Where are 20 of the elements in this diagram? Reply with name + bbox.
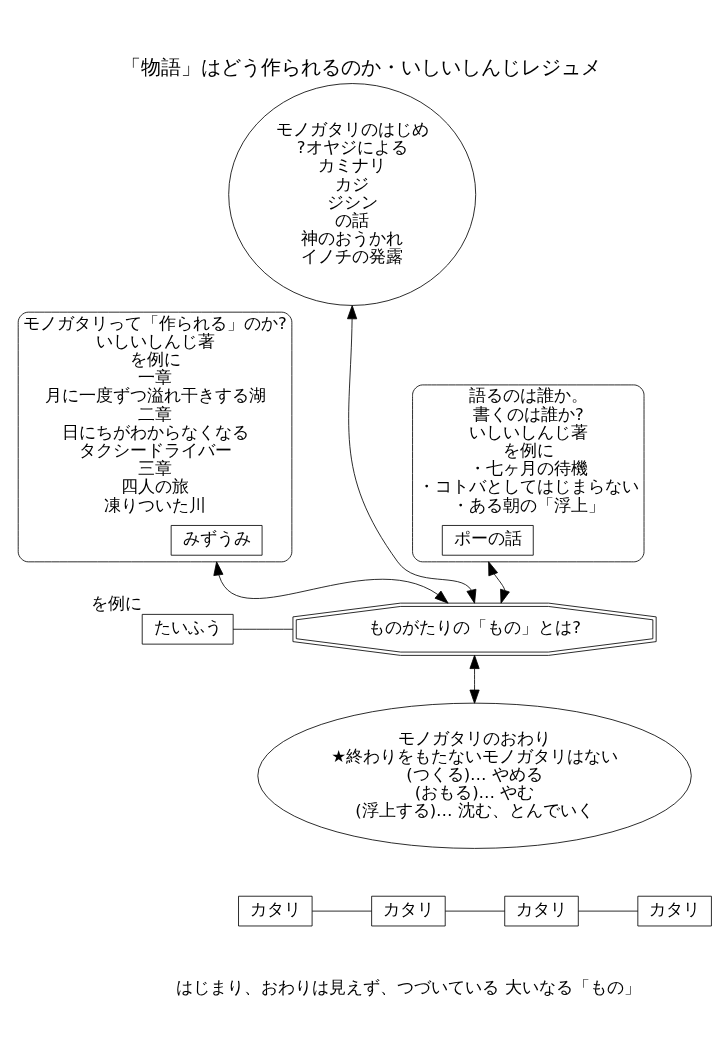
node-box: ポーの話 <box>441 524 534 556</box>
node-box: カタリ <box>504 895 579 926</box>
connector <box>232 628 294 630</box>
connector <box>311 910 372 911</box>
arrow <box>347 304 477 604</box>
arrow <box>469 654 480 704</box>
node-ellipse: モノガタリのはじめ ?オヤジによる カミナリ カジ ジシン の話 神のおうかれ イノチの発露 <box>228 82 477 306</box>
node-box: カタリ <box>637 895 712 926</box>
node-box: カタリ <box>371 895 446 926</box>
node-box: みずうみ <box>170 524 263 556</box>
node-box: たいふう <box>141 613 234 645</box>
node-box: カタリ <box>238 895 313 926</box>
diagram-title: 「物語」はどう作られるのか・いしいしんじレジュメ <box>121 55 602 79</box>
arrow <box>488 560 510 604</box>
connector <box>578 910 639 911</box>
arrow <box>213 560 449 604</box>
label: はじまり、おわりは見えず、つづいている 大いなる「もの」 <box>176 977 641 997</box>
connector <box>444 910 506 911</box>
node-label: を例に <box>91 593 143 613</box>
node-ellipse: モノガタリのおわり ★終わりをもたないモノガタリはない (つくる)… やめる (おもる)… やむ (浮上する)… 沈む、とんでいく <box>257 702 692 849</box>
